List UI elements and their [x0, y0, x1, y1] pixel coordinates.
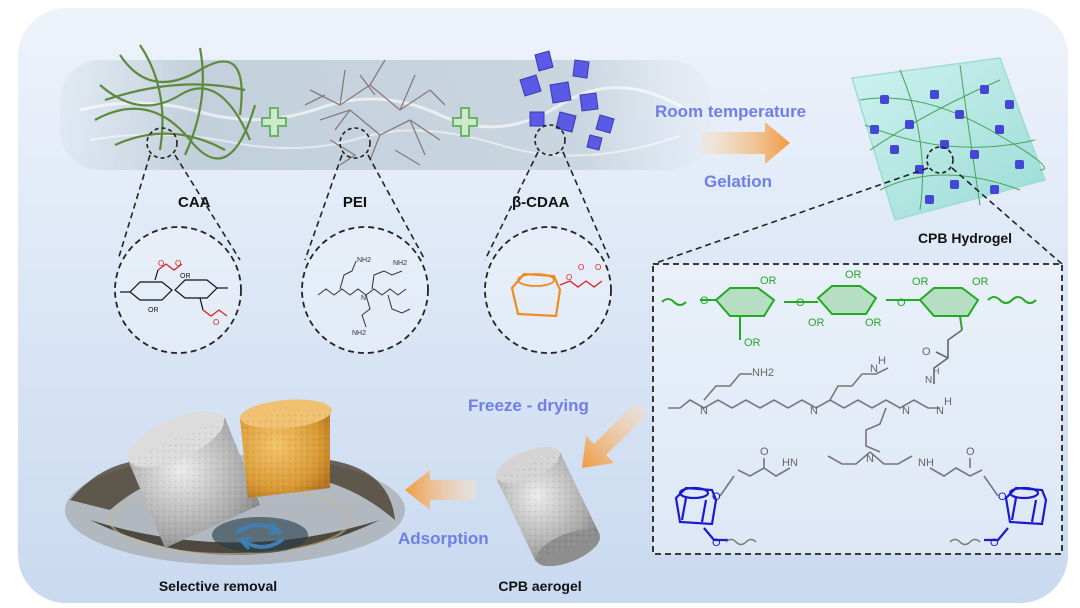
svg-text:OR: OR [148, 307, 159, 314]
crosslink-structure-box [652, 263, 1063, 555]
cyclodextrin-right [984, 486, 1048, 542]
plus-icon [452, 107, 478, 137]
gelation-arrow [700, 122, 790, 164]
svg-text:O: O [990, 537, 999, 549]
svg-text:O: O [796, 297, 805, 309]
adsorption-label: Adsorption [398, 529, 489, 548]
svg-text:O: O [998, 491, 1007, 503]
svg-text:O: O [700, 295, 709, 307]
pei-backbone [668, 367, 940, 465]
svg-text:N: N [925, 375, 932, 386]
svg-text:OR: OR [865, 317, 882, 329]
oil-loaded-sorbent [240, 399, 332, 498]
svg-text:N: N [810, 405, 818, 417]
caa-label: CAA [178, 194, 211, 211]
svg-text:H: H [878, 355, 886, 367]
pei-branches-illustration [304, 59, 446, 166]
pei-structure [317, 260, 411, 328]
svg-text:NH2: NH2 [752, 367, 774, 379]
hydrogel-label: CPB Hydrogel [918, 230, 1012, 246]
cdaa-zoom-circle [484, 226, 612, 354]
svg-text:O: O [712, 491, 721, 503]
room-temperature-label: Room temperature [655, 102, 806, 121]
acetoacetyl-groups [157, 263, 228, 317]
pei-label: PEI [343, 194, 367, 211]
gray-sorbent [127, 411, 260, 548]
svg-text:OR: OR [760, 275, 777, 287]
caa-structure [120, 269, 228, 311]
svg-text:O: O [922, 346, 931, 358]
selective-removal-label: Selective removal [159, 578, 277, 594]
aerogel-cylinder [496, 446, 600, 567]
svg-text:N: N [870, 363, 878, 375]
freeze-drying-arrow [582, 402, 648, 468]
svg-text:N: N [902, 405, 910, 417]
cyclodextrin-left [674, 486, 728, 542]
water-band [60, 60, 710, 170]
gelation-label: Gelation [704, 172, 772, 191]
svg-text:OR: OR [808, 317, 825, 329]
refresh-icon [236, 522, 284, 550]
svg-text:O: O [712, 537, 721, 549]
svg-text:N: N [866, 453, 874, 465]
svg-text:NH: NH [918, 457, 934, 469]
svg-text:OR: OR [180, 273, 191, 280]
adsorption-arrow [405, 470, 476, 510]
svg-text:NH2: NH2 [357, 257, 371, 264]
svg-text:N: N [361, 295, 366, 302]
svg-text:O: O [595, 263, 601, 272]
caa-zoom-circle [114, 226, 242, 354]
cyclodextrin-cups-illustration [519, 50, 615, 151]
cellulose-backbone [661, 285, 1037, 340]
svg-text:O: O [578, 263, 584, 272]
plus-icon [261, 107, 287, 137]
svg-text:N: N [936, 405, 944, 417]
svg-text:H: H [944, 396, 952, 408]
svg-text:N: N [700, 405, 708, 417]
svg-text:O: O [760, 446, 769, 458]
freeze-drying-label: Freeze - drying [468, 396, 589, 415]
hydrogel-zoom-lines [652, 167, 1063, 265]
svg-text:NH2: NH2 [352, 330, 366, 337]
enamine-linker [933, 329, 963, 384]
cd-linkers [719, 458, 999, 497]
cd-structure [510, 272, 603, 318]
magnifier-lines [117, 151, 611, 261]
caa-fibers-illustration [94, 44, 257, 160]
svg-text:HN: HN [782, 457, 798, 469]
hydrogel-cube [851, 57, 1046, 221]
pei-zoom-circle [301, 226, 429, 354]
svg-text:O: O [158, 259, 164, 268]
aerogel-label: CPB aerogel [498, 578, 581, 594]
svg-text:NH2: NH2 [393, 260, 407, 267]
cdaa-label: β-CDAA [512, 194, 570, 211]
svg-text:O: O [566, 273, 572, 282]
svg-text:OR: OR [912, 276, 929, 288]
svg-text:OR: OR [845, 269, 862, 281]
svg-text:OR: OR [972, 276, 989, 288]
svg-text:O: O [175, 259, 181, 268]
svg-text:O: O [897, 297, 906, 309]
svg-text:H: H [933, 366, 940, 376]
svg-text:O: O [213, 318, 219, 327]
svg-text:O: O [966, 446, 975, 458]
svg-text:OR: OR [744, 337, 761, 349]
